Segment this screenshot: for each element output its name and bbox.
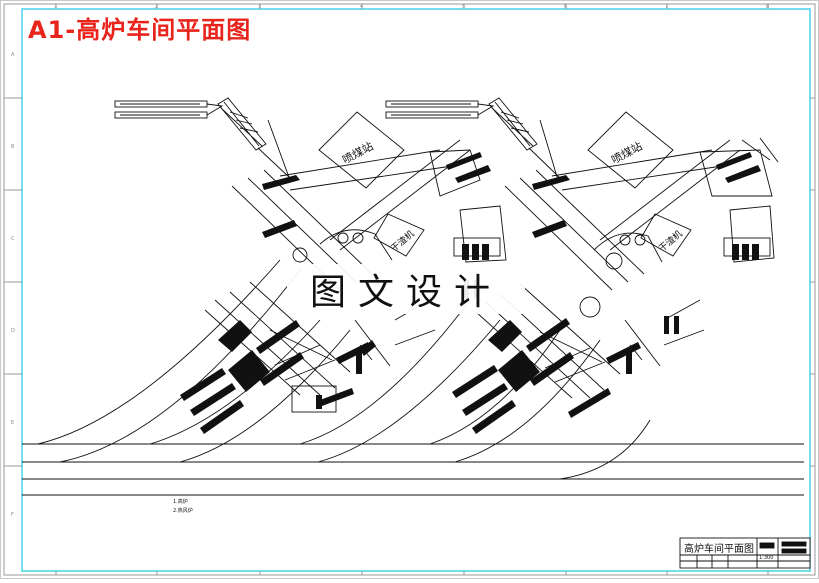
title-block-scale: 1:300 <box>759 555 773 561</box>
equipment-blocks-left <box>180 152 491 434</box>
watermark: 图文设计 <box>287 264 525 314</box>
col-marker-1: 1 <box>54 4 57 10</box>
legend-item-1: 1.高炉 <box>173 498 188 505</box>
col-marker-8: 8 <box>766 4 769 10</box>
row-marker-b: B <box>11 144 15 150</box>
col-marker-6: 6 <box>564 4 567 10</box>
col-marker-5: 5 <box>462 4 465 10</box>
col-marker-3: 3 <box>258 4 261 10</box>
row-marker-e: E <box>11 420 14 426</box>
legend-item-2: 2.热风炉 <box>173 507 193 514</box>
outer-border <box>3 3 816 576</box>
col-marker-7: 7 <box>665 4 668 10</box>
title-block-title: 高炉车间平面图 <box>684 542 754 555</box>
col-marker-4: 4 <box>360 4 363 10</box>
row-marker-a: A <box>11 52 15 58</box>
zone-ticks <box>4 4 815 575</box>
col-marker-2: 2 <box>155 4 158 10</box>
railway-tracks <box>22 443 804 496</box>
inner-border <box>21 8 811 572</box>
title-block <box>679 537 811 569</box>
row-marker-f: F <box>11 512 14 518</box>
row-marker-d: D <box>11 328 15 334</box>
drawing-title: A1-高炉车间平面图 <box>28 16 252 44</box>
row-marker-c: C <box>11 236 15 242</box>
equipment-blocks-right <box>452 152 761 434</box>
zone-markers: 1 2 3 4 5 6 7 8 A B C D E F <box>11 4 769 518</box>
